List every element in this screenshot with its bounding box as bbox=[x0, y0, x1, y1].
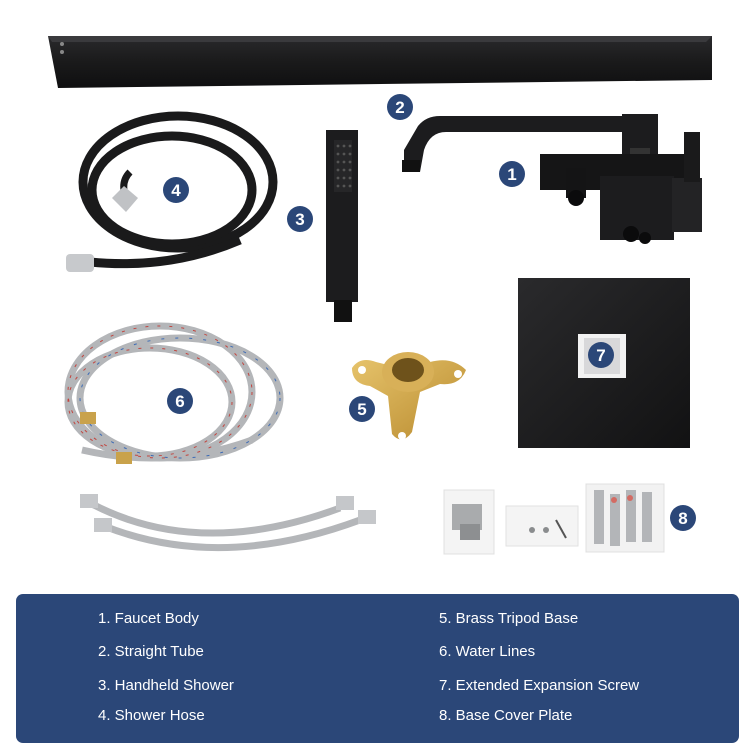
water-line-nut-image bbox=[94, 518, 112, 532]
water-lines-straight-image bbox=[90, 500, 362, 552]
brass-tripod-base-image bbox=[352, 352, 466, 440]
parts-legend: 1. Faucet Body 2. Straight Tube 3. Handh… bbox=[16, 594, 739, 743]
callout-badge bbox=[163, 177, 189, 203]
legend-item-shower-hose: 4. Shower Hose bbox=[98, 707, 205, 724]
hardware-bag-screws-small-image bbox=[505, 505, 579, 547]
water-line-nut-image bbox=[80, 494, 98, 508]
callout-8: 8 bbox=[678, 509, 687, 528]
callout-badge bbox=[349, 396, 375, 422]
legend-item-brass-tripod-base: 5. Brass Tripod Base bbox=[439, 610, 579, 627]
hose-nut-image bbox=[112, 186, 138, 212]
legend-item-handheld-shower: 3. Handheld Shower bbox=[98, 677, 234, 694]
callout-6: 6 bbox=[175, 392, 184, 411]
callout-2: 2 bbox=[395, 98, 404, 117]
callout-7: 7 bbox=[596, 346, 605, 365]
shower-hose-image bbox=[78, 111, 278, 269]
callout-5: 5 bbox=[357, 400, 366, 419]
hose-end-image bbox=[66, 254, 94, 272]
legend-item-base-cover-plate: 8. Base Cover Plate bbox=[439, 707, 573, 724]
callout-badge bbox=[167, 388, 193, 414]
hardware-bag-bracket-image bbox=[443, 489, 495, 555]
water-line-fitting-image bbox=[80, 412, 96, 424]
water-line-nut-image bbox=[358, 510, 376, 524]
legend-item-faucet-body: 1. Faucet Body bbox=[98, 610, 199, 627]
callout-badge bbox=[287, 206, 313, 232]
water-line-fitting-image bbox=[116, 452, 132, 464]
legend-item-straight-tube: 2. Straight Tube bbox=[98, 643, 204, 660]
callout-1: 1 bbox=[507, 165, 516, 184]
callout-3: 3 bbox=[295, 210, 304, 229]
red-braid-image bbox=[67, 325, 253, 459]
expansion-screws-bag-image bbox=[585, 483, 665, 553]
legend-item-extended-expansion-screw: 7. Extended Expansion Screw bbox=[439, 677, 640, 694]
callout-badge bbox=[499, 161, 525, 187]
callout-badge bbox=[387, 94, 413, 120]
handheld-shower-image bbox=[326, 130, 358, 322]
straight-tube-image bbox=[48, 36, 712, 88]
blue-braid-image bbox=[79, 337, 281, 459]
callout-badge bbox=[670, 505, 696, 531]
callout-4: 4 bbox=[171, 181, 181, 200]
callout-badge bbox=[588, 342, 614, 368]
product-components-photo: 1 2 3 4 5 6 7 8 bbox=[48, 36, 712, 555]
water-line-nut-image bbox=[336, 496, 354, 510]
legend-item-water-lines: 6. Water Lines bbox=[439, 643, 536, 660]
faucet-body-image bbox=[402, 114, 702, 244]
